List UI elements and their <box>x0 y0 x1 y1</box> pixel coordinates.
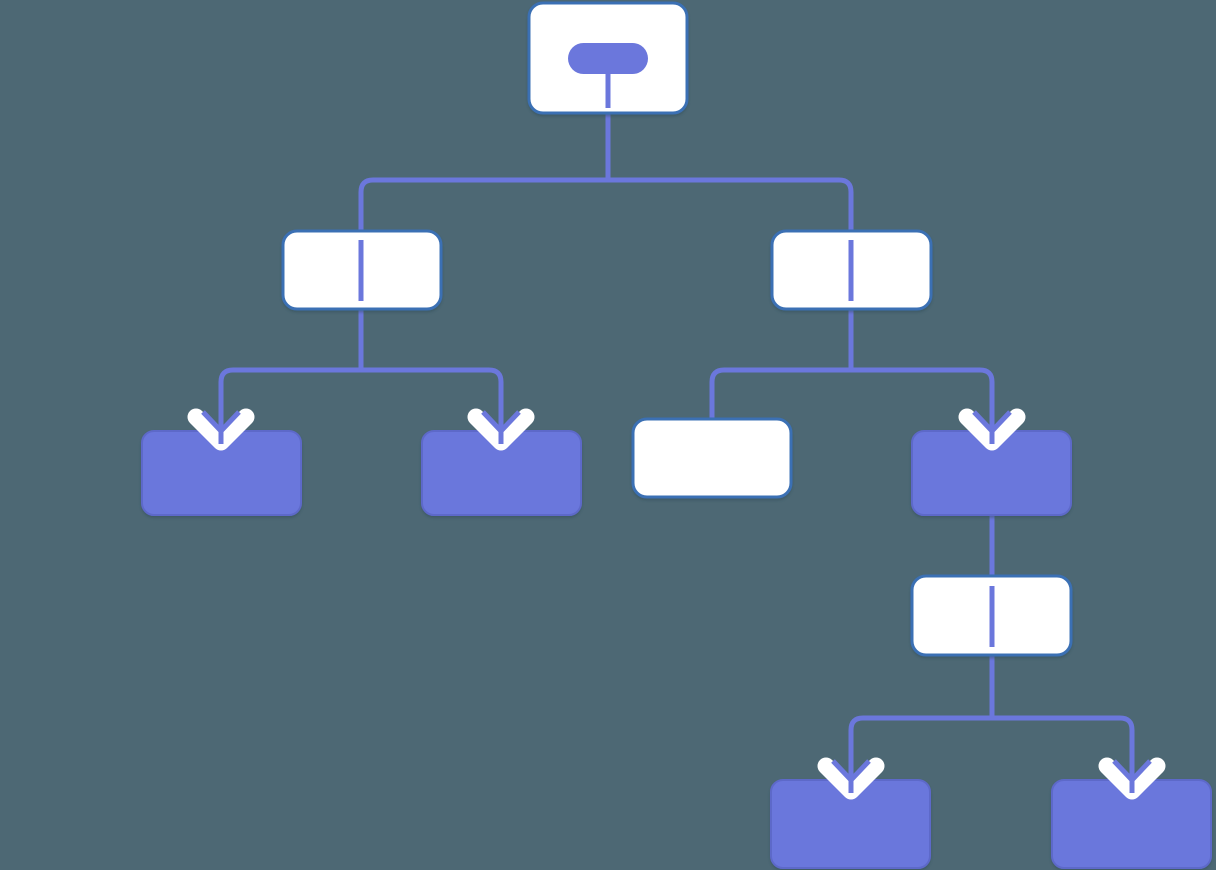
node-n1-badge <box>568 43 648 74</box>
edge-n2-n4 <box>218 309 364 452</box>
arrow-tip-n5 <box>481 400 521 444</box>
node-n8[interactable] <box>910 574 1073 657</box>
node-n6-box[interactable] <box>631 417 793 499</box>
edge-n8-n9 <box>848 655 995 800</box>
edge-n8-n10 <box>989 655 1135 800</box>
arrow-tip-n9 <box>831 749 871 793</box>
edge-n2-n5 <box>358 309 504 452</box>
arrow-tip-n7 <box>972 400 1012 444</box>
node-layer <box>141 1 1212 869</box>
node-n1[interactable] <box>527 1 689 115</box>
arrow-tip-n4 <box>201 400 241 444</box>
edge-n3-n7 <box>848 309 995 452</box>
node-n2[interactable] <box>281 229 443 311</box>
edge-n1-n2 <box>358 113 611 231</box>
arrow-tip-n10 <box>1112 749 1152 793</box>
node-n6[interactable] <box>631 417 793 499</box>
edge-n3-n6 <box>709 309 854 419</box>
node-n3[interactable] <box>770 229 933 311</box>
edge-n1-n3 <box>605 113 854 231</box>
arrow-shaft-layer <box>201 400 1152 793</box>
